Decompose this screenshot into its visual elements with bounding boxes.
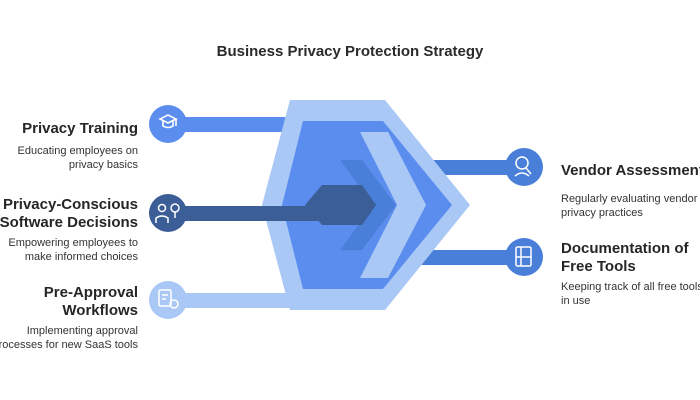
label-privacy-training: Privacy Training Educating employees on … [18, 120, 138, 172]
label-vendor-assessments: Vendor Assessments Regularly evaluating … [561, 162, 700, 220]
label-privacy-conscious: Privacy-Conscious Software Decisions Emp… [0, 196, 138, 264]
vendor-assessments-badge [505, 148, 543, 186]
description: Keeping track of all free tools in use [561, 281, 700, 307]
vendor-search-icon [514, 156, 532, 177]
heading: Privacy-Conscious Software Decisions [0, 196, 138, 231]
checklist-gear-icon [158, 289, 179, 309]
description: Educating employees on privacy basics [17, 145, 138, 171]
label-documentation: Documentation of Free Tools Keeping trac… [561, 240, 700, 308]
privacy-conscious-badge [149, 194, 187, 232]
documentation-badge [505, 238, 543, 276]
hexagon-chevron-blue [340, 160, 396, 250]
label-pre-approval: Pre-Approval Workflows Implementing appr… [0, 284, 138, 352]
description: Regularly evaluating vendor privacy prac… [561, 193, 698, 219]
hexagon-chevron-light [360, 132, 426, 278]
pre-approval-badge [149, 281, 187, 319]
heading: Vendor Assessments [561, 162, 700, 179]
privacy-training-badge [149, 105, 187, 143]
description: Empowering employees to make informed ch… [8, 237, 138, 263]
training-icon [158, 114, 178, 129]
heading: Documentation of Free Tools [561, 240, 689, 275]
document-icon [515, 246, 532, 267]
person-idea-icon [155, 203, 180, 223]
hexagon-inner-bar [228, 206, 323, 221]
heading: Privacy Training [22, 120, 138, 137]
description: Implementing approval processes for new … [0, 325, 138, 351]
diagram-title: Business Privacy Protection Strategy [216, 43, 484, 60]
heading: Pre-Approval Workflows [43, 284, 138, 319]
